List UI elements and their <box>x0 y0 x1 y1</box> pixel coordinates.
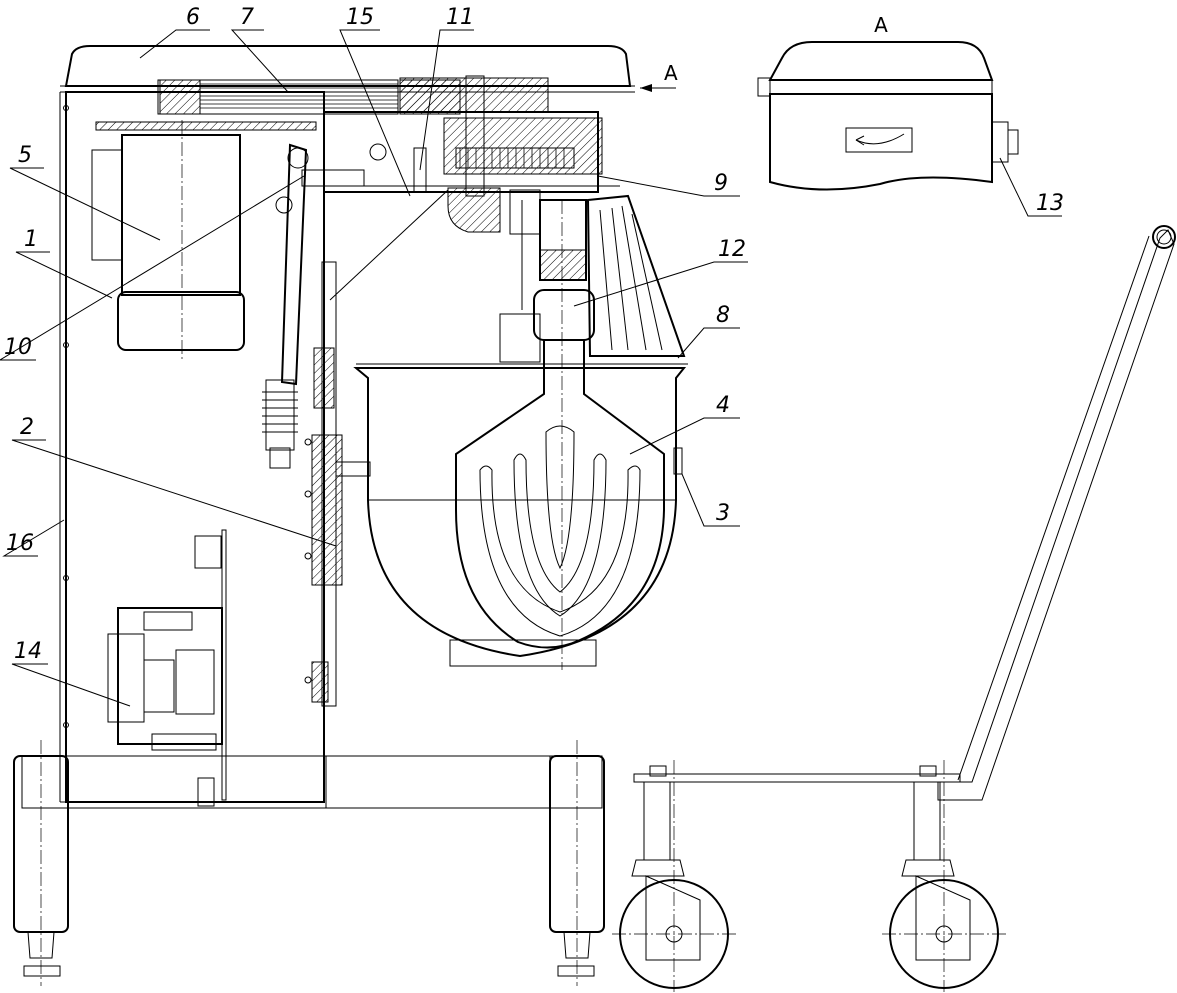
callout-leaders <box>0 29 1062 707</box>
view-a-title: A <box>874 13 888 37</box>
callout-7: 7 <box>240 5 254 30</box>
wall-screws <box>63 105 69 728</box>
callout-6: 6 <box>186 5 200 30</box>
callout-13: 13 <box>1036 191 1064 216</box>
callout-2: 2 <box>20 415 34 440</box>
callout-16: 16 <box>6 531 34 556</box>
beater <box>455 200 665 670</box>
bowl <box>353 363 688 667</box>
lift-lever <box>262 143 365 469</box>
rotation-arrow-icon <box>855 133 905 145</box>
rotation-plate <box>845 127 913 153</box>
bowl-lift-rail <box>304 261 371 707</box>
bowl-guard <box>586 194 686 357</box>
callout-8: 8 <box>716 303 730 328</box>
callout-15: 15 <box>346 5 374 30</box>
control-box <box>107 529 227 807</box>
callout-14: 14 <box>14 639 42 664</box>
caster-right <box>882 760 1008 992</box>
top-cover <box>64 45 632 87</box>
callout-3: 3 <box>716 501 730 526</box>
callout-9: 9 <box>714 171 728 196</box>
column-housing <box>65 91 325 803</box>
section-arrow <box>640 84 676 92</box>
callout-5: 5 <box>18 143 32 168</box>
drive-belt <box>157 79 399 115</box>
callout-labels: 6 7 15 11 5 1 10 2 16 14 9 12 8 4 3 13 <box>4 5 1064 664</box>
callout-10: 10 <box>4 335 32 360</box>
callout-12: 12 <box>718 237 746 262</box>
gear-head <box>323 75 620 233</box>
callout-11: 11 <box>446 5 474 30</box>
planetary-shaft <box>499 189 595 363</box>
view-a <box>757 41 1019 191</box>
section-arrow-label: A <box>664 61 678 85</box>
callout-4: 4 <box>716 393 730 418</box>
caster-left <box>612 760 738 992</box>
callout-1: 1 <box>24 227 38 252</box>
guard-slots <box>599 205 663 351</box>
bowl-trolley <box>612 225 1176 992</box>
motor <box>91 120 245 360</box>
base-frame <box>13 740 605 986</box>
